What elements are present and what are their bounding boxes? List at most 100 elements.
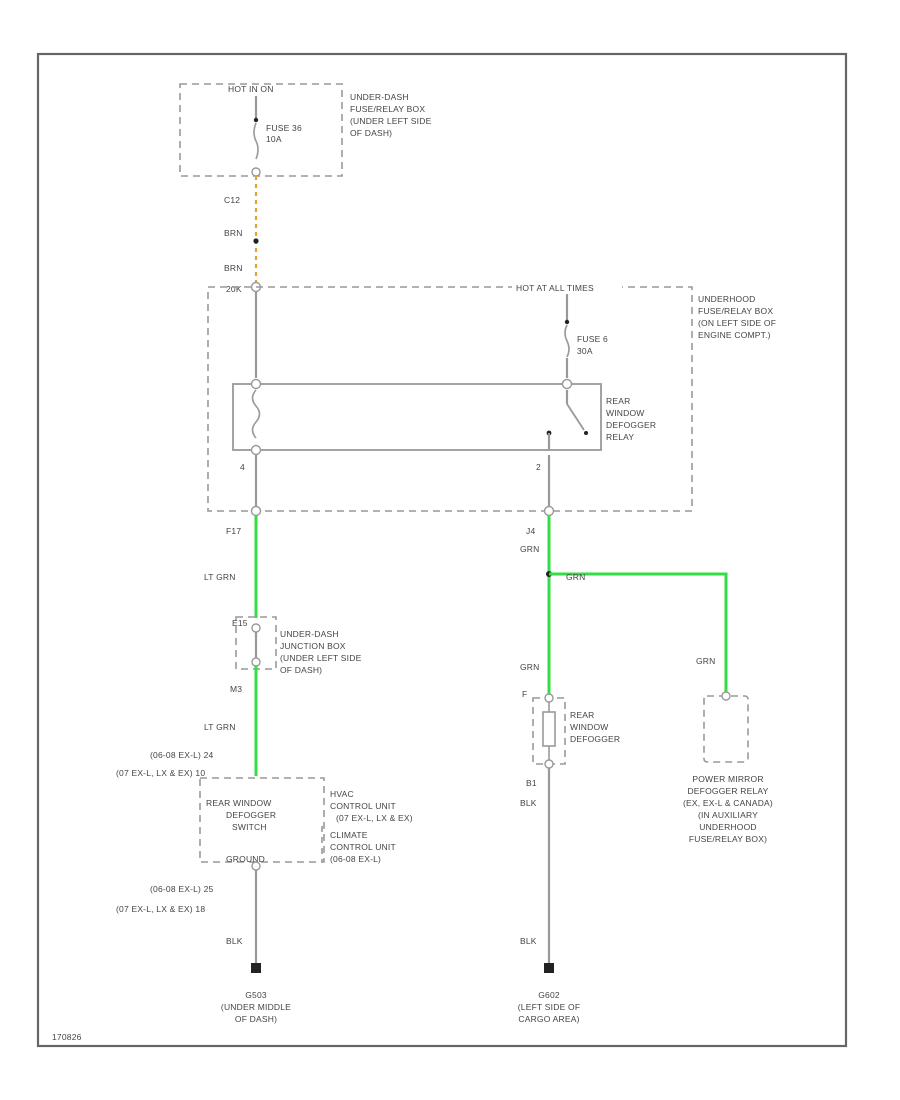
mirror-relay-terminal — [721, 691, 731, 701]
terminal-20k-label: 20K — [226, 284, 242, 294]
hvac-desc-1: HVAC — [330, 789, 354, 799]
brn-wire-label-2: BRN — [224, 263, 243, 273]
hvac-desc-4: CLIMATE — [330, 830, 368, 840]
jb-desc-3: (UNDER LEFT SIDE — [280, 653, 362, 663]
ground-g503-name: G503 — [245, 990, 267, 1000]
underhood-desc-2: FUSE/RELAY BOX — [698, 306, 773, 316]
fuse-6-top-node — [564, 319, 570, 325]
fuse-box-terminal — [251, 167, 261, 177]
jb-terminal-bottom — [251, 657, 261, 667]
fuse-36-name: FUSE 36 — [266, 123, 302, 133]
under-dash-fuse-box — [179, 83, 343, 177]
switch-pin-line-2: (07 EX-L, LX & EX) 10 — [116, 768, 205, 778]
jb-connector-m3: M3 — [230, 684, 242, 694]
underhood-power-label: HOT AT ALL TIMES — [516, 283, 594, 293]
hvac-desc-2: CONTROL UNIT — [330, 801, 396, 811]
fuse-box-desc-3: (UNDER LEFT SIDE — [350, 116, 432, 126]
fuse-36-rating: 10A — [266, 134, 282, 144]
relay-desc-2: WINDOW — [606, 408, 645, 418]
brn-wire-label-1: BRN — [224, 228, 243, 238]
defogger-terminal-top — [544, 693, 554, 703]
fuse-6-name: FUSE 6 — [577, 334, 608, 344]
fuse-36-symbol — [253, 122, 259, 160]
underhood-desc-4: ENGINE COMPT.) — [698, 330, 771, 340]
relay-coil-terminal-top — [250, 378, 262, 390]
ground-g602-desc-1: (LEFT SIDE OF — [518, 1002, 580, 1012]
lt-grn-label-2: LT GRN — [204, 722, 236, 732]
defogger-heating-element — [542, 711, 556, 747]
defogger-pin-b1: B1 — [526, 778, 537, 788]
blk-label-right-1: BLK — [520, 798, 537, 808]
control-unit-ground-label: GROUND — [226, 854, 265, 864]
conn-f17-label: F17 — [226, 526, 241, 536]
mirror-desc-5: UNDERHOOD — [699, 822, 757, 832]
grn-splice-label: GRN — [566, 572, 586, 582]
switch-pin-line-1: (06-08 EX-L) 24 — [150, 750, 214, 760]
fuse-box-desc-1: UNDER-DASH — [350, 92, 409, 102]
j4-terminal — [543, 505, 555, 517]
mirror-wire-label: GRN — [696, 656, 716, 666]
fuse-box-desc-2: FUSE/RELAY BOX — [350, 104, 425, 114]
ground-pin-line-1: (06-08 EX-L) 25 — [150, 884, 214, 894]
mirror-desc-6: FUSE/RELAY BOX) — [689, 834, 767, 844]
relay-desc-1: REAR — [606, 396, 630, 406]
jb-connector-e15: E15 — [232, 618, 248, 628]
hvac-control-unit — [199, 777, 325, 863]
f17-terminal — [250, 505, 262, 517]
defogger-pin-f: F — [522, 689, 527, 699]
defogger-desc-3: DEFOGGER — [570, 734, 620, 744]
relay-coil — [251, 389, 261, 439]
defogger-terminal-bottom — [544, 759, 554, 769]
power-source-label: HOT IN ON — [228, 84, 274, 94]
grn-wire-to-mirror — [549, 572, 728, 694]
grn-label-1: GRN — [520, 544, 540, 554]
mirror-desc-4: (IN AUXILIARY — [698, 810, 758, 820]
relay-desc-4: RELAY — [606, 432, 634, 442]
diagram-frame — [36, 52, 848, 1048]
hvac-desc-3: (07 EX-L, LX & EX) — [336, 813, 413, 823]
underhood-desc-3: (ON LEFT SIDE OF — [698, 318, 776, 328]
mirror-desc-2: DEFOGGER RELAY — [687, 786, 768, 796]
lt-grn-label-1: LT GRN — [204, 572, 236, 582]
ground-g602-desc-2: CARGO AREA) — [518, 1014, 579, 1024]
control-unit-ground-terminal — [251, 861, 261, 871]
jb-terminal-top — [251, 623, 261, 633]
switch-desc-3: SWITCH — [232, 822, 267, 832]
mirror-desc-3: (EX, EX-L & CANADA) — [683, 798, 773, 808]
fuse-6-rating: 30A — [577, 346, 593, 356]
relay-switch-contact — [566, 403, 585, 431]
blk-label-left: BLK — [226, 936, 243, 946]
defogger-desc-2: WINDOW — [570, 722, 609, 732]
blk-label-right-2: BLK — [520, 936, 537, 946]
jb-desc-2: JUNCTION BOX — [280, 641, 346, 651]
defogger-relay — [232, 383, 602, 451]
hvac-desc-5: CONTROL UNIT — [330, 842, 396, 852]
defogger-desc-1: REAR — [570, 710, 594, 720]
relay-switch-terminal-top — [561, 378, 573, 390]
underhood-power-label-bg — [512, 282, 622, 294]
jb-desc-4: OF DASH) — [280, 665, 322, 675]
power-mirror-defogger-relay — [703, 695, 749, 763]
jb-desc-1: UNDER-DASH — [280, 629, 339, 639]
figure-id: 170826 — [52, 1032, 82, 1042]
brn-wire-connector-dot — [253, 238, 259, 244]
ground-g503-desc-2: OF DASH) — [235, 1014, 277, 1024]
switch-desc-2: DEFOGGER — [226, 810, 276, 820]
conn-j4-label: J4 — [526, 526, 535, 536]
ground-g602-symbol — [544, 963, 554, 973]
relay-pin-4: 4 — [240, 462, 245, 472]
fuse-36-top-node — [253, 117, 259, 123]
grn-label-2: GRN — [520, 662, 540, 672]
fuse-6-symbol — [564, 324, 570, 358]
relay-coil-terminal-bottom — [250, 444, 262, 456]
underhood-fuse-relay-box — [207, 286, 693, 512]
switch-desc-1: REAR WINDOW — [206, 798, 271, 808]
relay-desc-3: DEFOGGER — [606, 420, 656, 430]
hvac-desc-6: (06-08 EX-L) — [330, 854, 381, 864]
fuse-box-desc-4: OF DASH) — [350, 128, 392, 138]
mirror-desc-1: POWER MIRROR — [692, 774, 763, 784]
ground-g602-name: G602 — [538, 990, 560, 1000]
ground-pin-line-2: (07 EX-L, LX & EX) 18 — [116, 904, 205, 914]
ground-g503-desc-1: (UNDER MIDDLE — [221, 1002, 291, 1012]
